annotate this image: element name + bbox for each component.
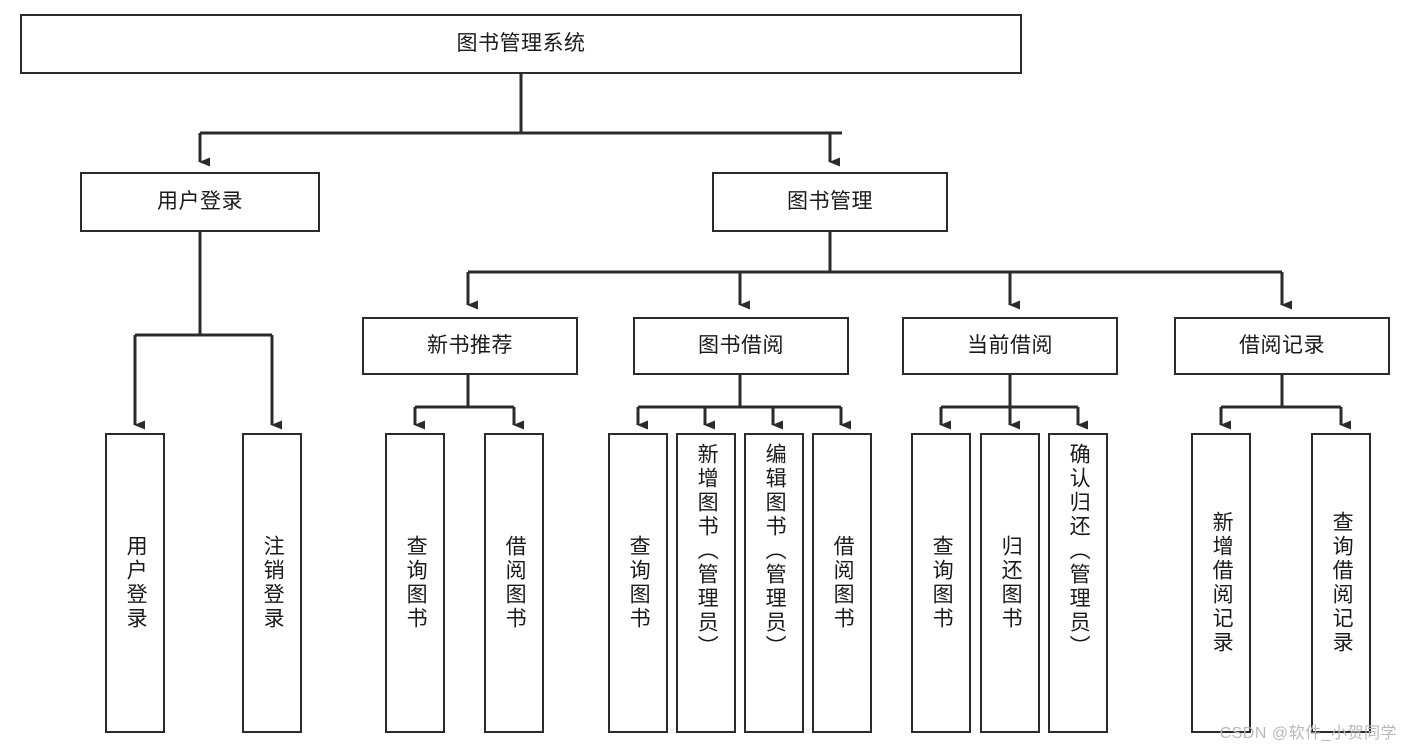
node-user-login[interactable]: 用户登录 — [80, 172, 320, 232]
node-label: 新增图书（管理员） — [695, 443, 719, 659]
node-label: 确认归还（管理员） — [1067, 443, 1091, 659]
node-borrow-record[interactable]: 借阅记录 — [1174, 317, 1390, 375]
watermark-text: CSDN @软件_小贺同学 — [1219, 725, 1397, 742]
node-leaf-user-login[interactable]: 用户登录 — [105, 433, 165, 733]
node-leaf-query-book-recommend[interactable]: 查询图书 — [385, 433, 445, 733]
node-label: 图书管理 — [787, 189, 873, 213]
node-label: 编辑图书（管理员） — [763, 443, 787, 659]
node-label: 图书管理系统 — [456, 31, 586, 55]
node-new-book-recommend[interactable]: 新书推荐 — [362, 317, 578, 375]
node-leaf-query-book-borrow[interactable]: 查询图书 — [608, 433, 668, 733]
node-leaf-query-book-current[interactable]: 查询图书 — [911, 433, 971, 733]
node-book-management[interactable]: 图书管理 — [712, 172, 948, 232]
node-label: 新书推荐 — [427, 333, 513, 357]
node-leaf-return-book[interactable]: 归还图书 — [980, 433, 1040, 733]
node-leaf-logout[interactable]: 注销登录 — [242, 433, 302, 733]
node-leaf-query-borrow-record[interactable]: 查询借阅记录 — [1311, 433, 1371, 733]
node-label: 新增借阅记录 — [1210, 511, 1234, 655]
node-label: 用户登录 — [157, 189, 243, 213]
node-label: 当前借阅 — [967, 333, 1053, 357]
node-label: 查询图书 — [627, 535, 651, 631]
node-leaf-borrow-book-recommend[interactable]: 借阅图书 — [484, 433, 544, 733]
node-leaf-edit-book-admin[interactable]: 编辑图书（管理员） — [744, 433, 804, 733]
node-leaf-add-borrow-record[interactable]: 新增借阅记录 — [1191, 433, 1251, 733]
node-current-borrow[interactable]: 当前借阅 — [902, 317, 1118, 375]
node-label: 借阅图书 — [831, 535, 855, 631]
node-leaf-add-book-admin[interactable]: 新增图书（管理员） — [676, 433, 736, 733]
node-label: 图书借阅 — [698, 333, 784, 357]
node-label: 查询借阅记录 — [1330, 511, 1354, 655]
node-label: 归还图书 — [999, 535, 1023, 631]
node-book-borrow[interactable]: 图书借阅 — [633, 317, 849, 375]
node-label: 查询图书 — [930, 535, 954, 631]
node-leaf-borrow-book[interactable]: 借阅图书 — [812, 433, 872, 733]
node-label: 注销登录 — [261, 535, 285, 631]
node-label: 借阅图书 — [503, 535, 527, 631]
node-label: 查询图书 — [404, 535, 428, 631]
node-label: 用户登录 — [124, 535, 148, 631]
node-leaf-confirm-return-admin[interactable]: 确认归还（管理员） — [1048, 433, 1108, 733]
node-label: 借阅记录 — [1239, 333, 1325, 357]
node-root-system[interactable]: 图书管理系统 — [20, 14, 1022, 74]
